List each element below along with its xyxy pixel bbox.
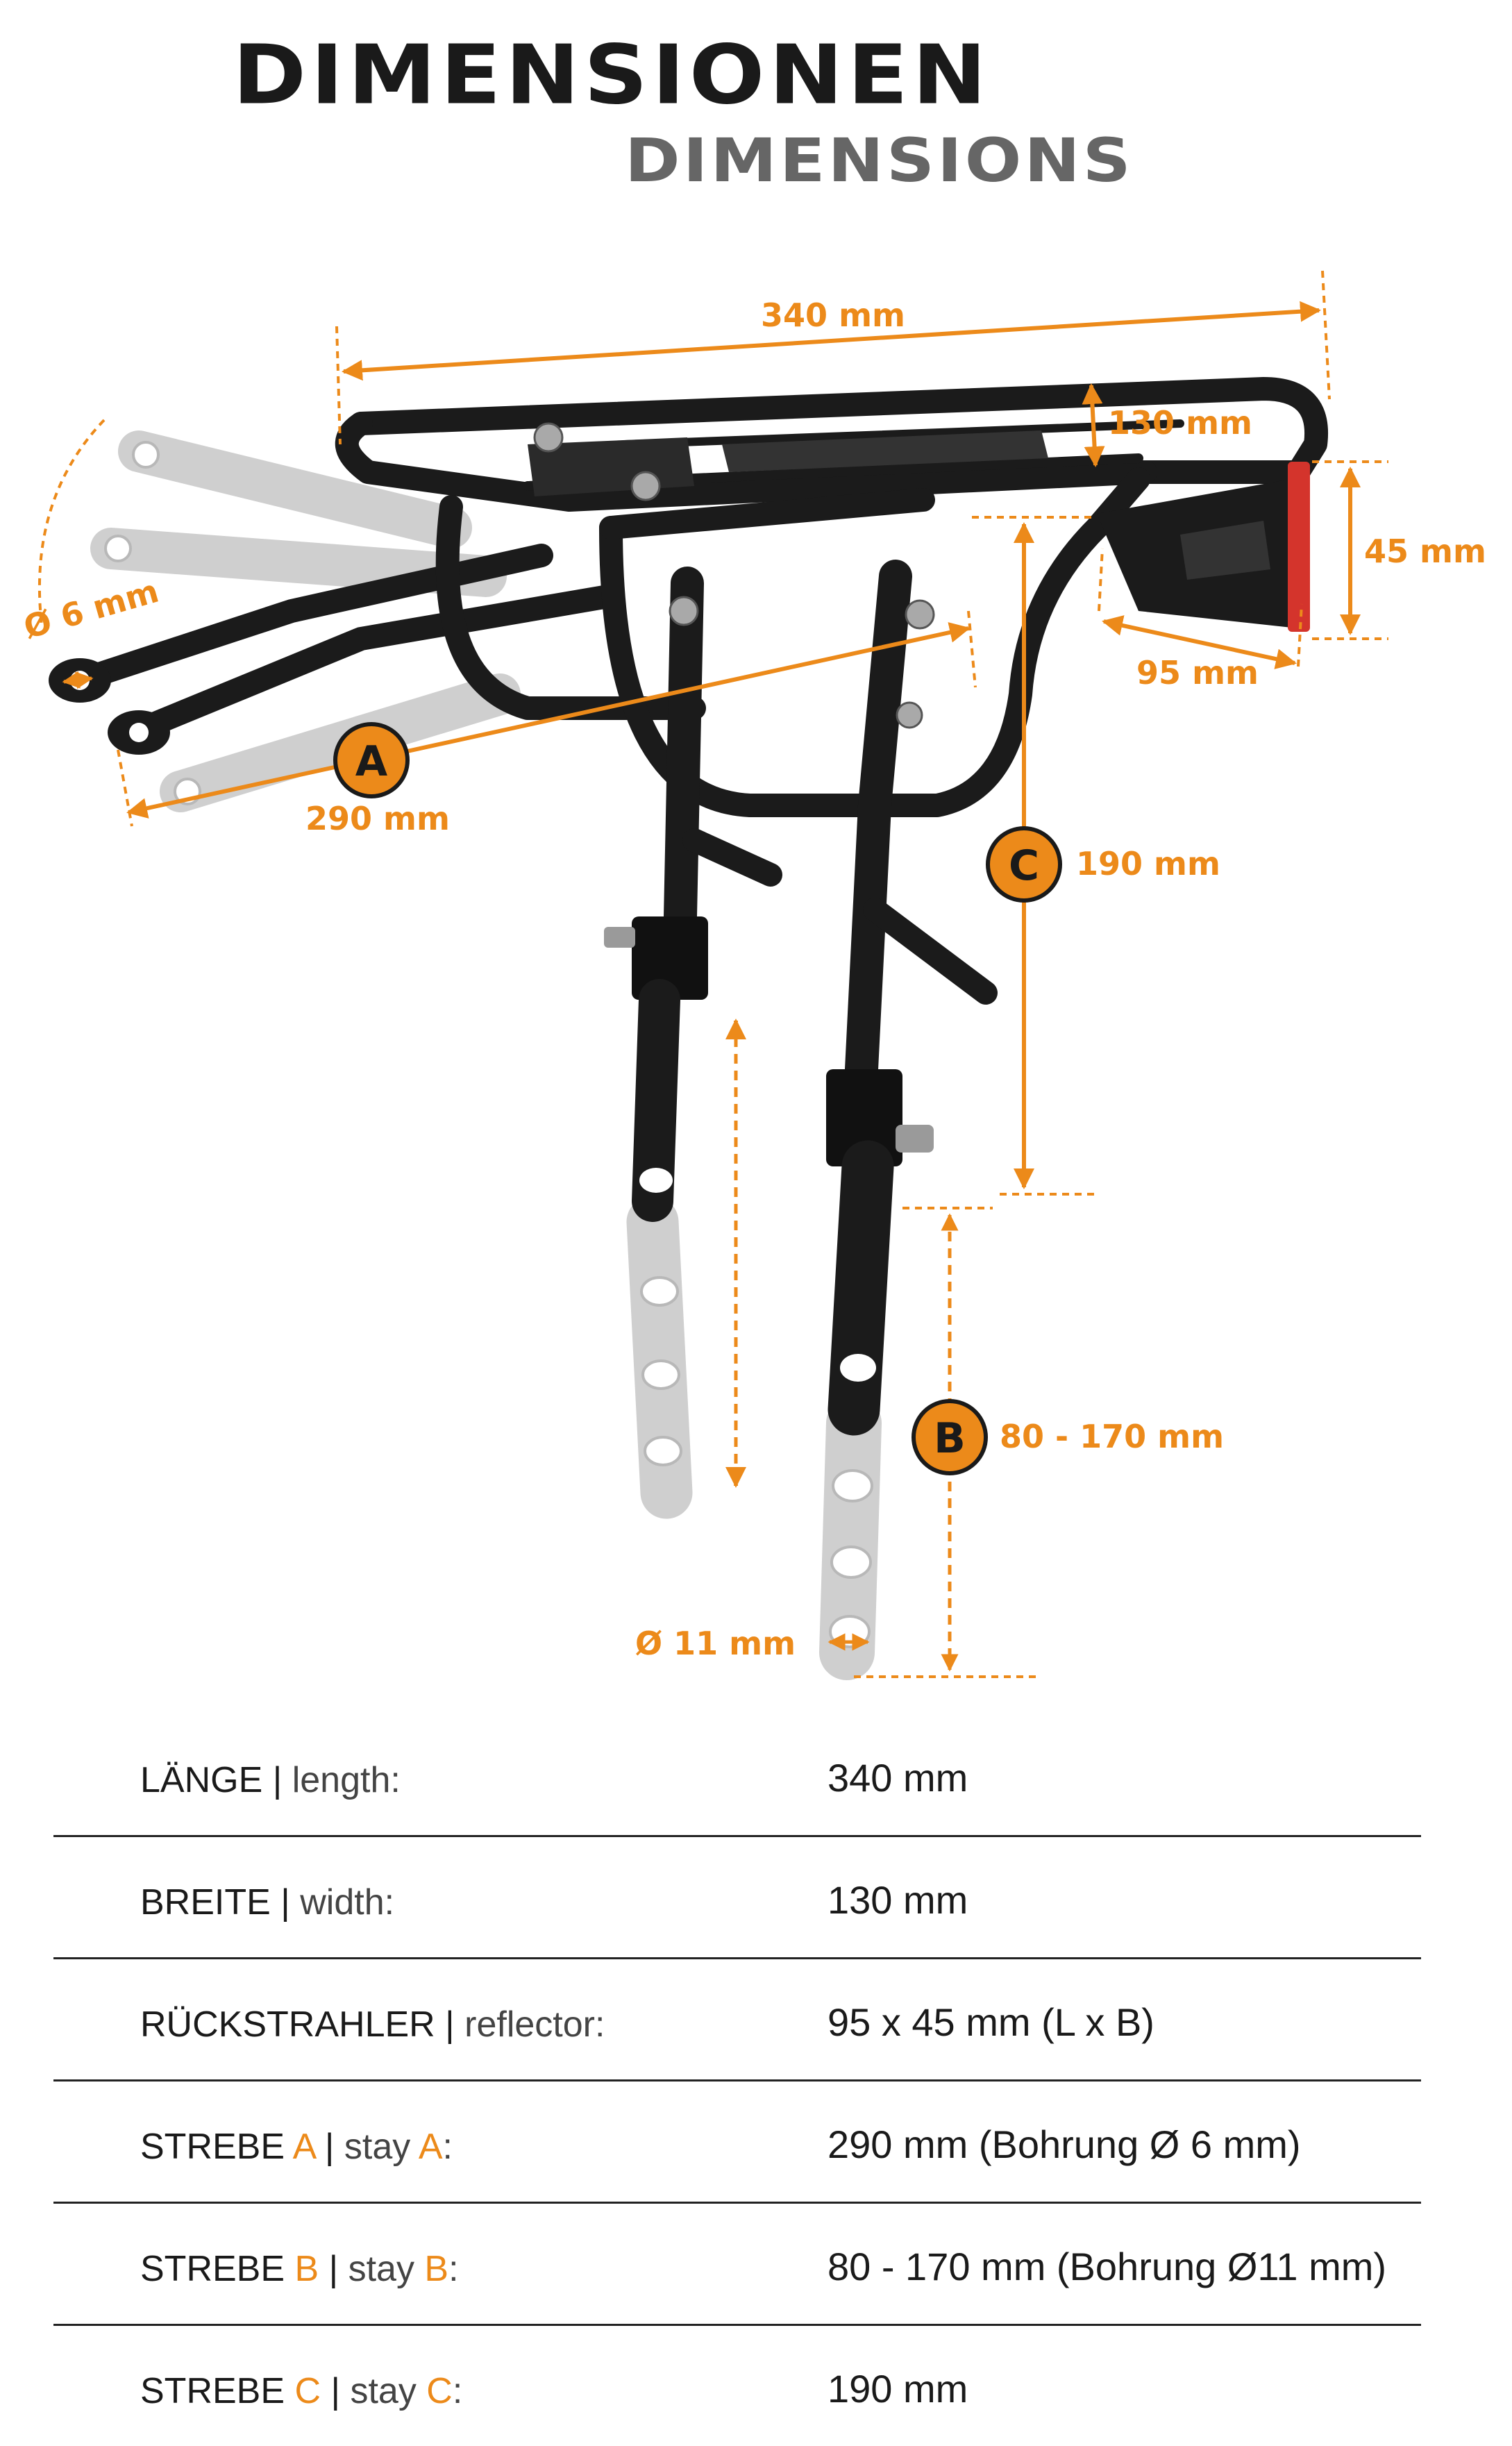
page-subtitle: DIMENSIONS [625,125,1134,196]
spec-row-stay-a: STREBE A | stay A: 290 mm (Bohrung Ø 6 m… [53,2081,1421,2204]
spec-value: 130 mm [828,1878,968,1922]
label-reflector-length: 95 mm [1136,654,1259,692]
label-stay-b: 80 - 170 mm [1000,1418,1224,1455]
dim-stay-c: C 190 mm [972,516,1220,1196]
badge-a-letter: A [355,737,388,786]
label-stay-c: 190 mm [1076,845,1220,882]
label-width: 130 mm [1108,404,1252,442]
spec-label: STREBE C | stay C: [140,2371,463,2411]
lower-stay-holes [639,1168,876,1382]
spec-label: STREBE B | stay B: [140,2249,459,2289]
label-reflector-height: 45 mm [1364,533,1486,570]
dim-hole-b: Ø 11 mm [635,1625,870,1662]
spec-label: BREITE | width: [140,1882,395,1923]
reflector [1288,462,1310,632]
badge-c [986,826,1062,903]
dim-reflector-height: 45 mm [1312,460,1486,640]
spec-value: 190 mm [828,2367,968,2411]
spec-table: LÄNGE | length: 340 mm BREITE | width: 1… [53,1715,1421,2446]
dim-stay-b: B 80 - 170 mm [854,1207,1224,1678]
spec-value: 95 x 45 mm (L x B) [828,2000,1154,2044]
label-stay-a: 290 mm [305,800,450,837]
spec-value: 80 - 170 mm (Bohrung Ø11 mm) [828,2245,1387,2288]
dim-length: 340 mm [335,270,1331,445]
label-hole-b: Ø 11 mm [635,1625,796,1662]
spec-row-stay-b: STREBE B | stay B: 80 - 170 mm (Bohrung … [53,2204,1421,2326]
badge-a [333,722,410,798]
spec-row-stay-c: STREBE C | stay C: 190 mm [53,2326,1421,2446]
stay-clamps [632,916,902,1166]
spec-label: STREBE A | stay A: [140,2127,453,2167]
dim-stay-a: A 290 mm [117,610,977,837]
rack-diagram: 340 mm 130 mm 45 mm 95 mm Ø 6 mm A 290 m… [19,270,1486,1680]
spec-row-reflector: RÜCKSTRAHLER | reflector: 95 x 45 mm (L … [53,1959,1421,2081]
clamp-bolts [604,927,934,1153]
badge-b-letter: B [934,1414,966,1463]
badge-b [912,1399,988,1475]
spec-value: 290 mm (Bohrung Ø 6 mm) [828,2122,1301,2166]
dim-width: 130 mm [1082,383,1252,467]
rack-platform [528,430,1048,496]
spec-row-width: BREITE | width: 130 mm [53,1837,1421,1959]
stay-braces [682,828,998,1005]
spec-label: RÜCKSTRAHLER | reflector: [140,2004,605,2045]
dim-reflector-length: 95 mm [1098,548,1303,692]
label-length: 340 mm [761,296,905,334]
spec-row-length: LÄNGE | length: 340 mm [53,1715,1421,1837]
reflector-bracket [1097,479,1298,628]
spec-label: LÄNGE | length: [140,1760,401,1800]
label-hole-a: Ø 6 mm [19,572,162,646]
badge-c-letter: C [1009,841,1039,890]
page-title: DIMENSIONEN [233,27,991,123]
spec-value: 340 mm [828,1756,968,1800]
